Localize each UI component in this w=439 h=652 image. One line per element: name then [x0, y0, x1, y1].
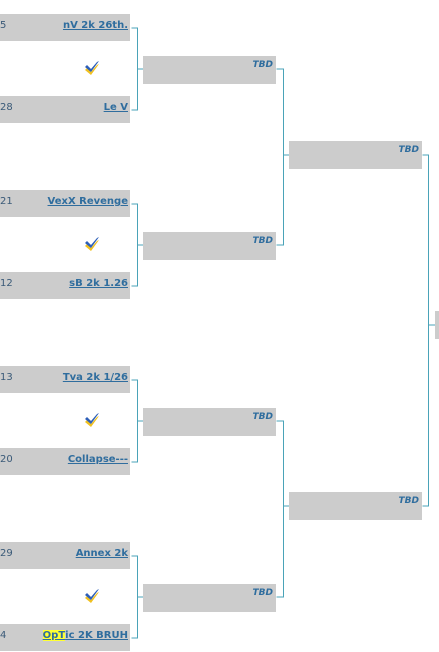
- r1-m4-bottom-slot: 4 OpTic 2K BRUH: [0, 624, 130, 651]
- tbd-label: TBD: [252, 60, 273, 70]
- team-link[interactable]: OpTic 2K BRUH: [42, 629, 128, 643]
- seed: 21: [0, 196, 13, 207]
- r3-slot-1: TBD: [289, 141, 422, 169]
- tbd-label: TBD: [252, 588, 273, 598]
- r1-m3-bottom-slot: 20 Collapse---: [0, 448, 130, 475]
- connector-lines: [131, 27, 435, 639]
- team-link[interactable]: nV 2k 26th.: [62, 20, 128, 31]
- team-link[interactable]: Le V: [103, 102, 128, 113]
- check-icon[interactable]: [84, 412, 100, 428]
- seed: 5: [0, 20, 7, 31]
- team-link[interactable]: sB 2k 1.26: [69, 278, 128, 289]
- r1-m2-bottom-slot: 12 sB 2k 1.26: [0, 272, 130, 299]
- check-icon[interactable]: [84, 236, 100, 252]
- r4-slot-1: [435, 311, 439, 339]
- search-highlight: OpT: [42, 630, 66, 641]
- check-icon[interactable]: [84, 60, 100, 76]
- tbd-label: TBD: [252, 412, 273, 422]
- seed: 28: [0, 102, 13, 113]
- team-name-rest: ic 2K BRUH: [65, 630, 128, 641]
- r2-slot-2: TBD: [143, 232, 276, 260]
- r1-m1-bottom-slot: 28 Le V: [0, 96, 130, 123]
- team-link[interactable]: Annex 2k: [75, 548, 128, 559]
- check-icon[interactable]: [84, 588, 100, 604]
- r1-m2-top-slot: 21 VexX Revenge: [0, 190, 130, 217]
- team-link[interactable]: VexX Revenge: [47, 196, 128, 207]
- seed: 20: [0, 454, 13, 465]
- team-link[interactable]: Collapse---: [67, 454, 128, 465]
- seed: 29: [0, 548, 13, 559]
- r2-slot-3: TBD: [143, 408, 276, 436]
- seed: 12: [0, 278, 13, 289]
- r3-slot-2: TBD: [289, 492, 422, 520]
- r1-m4-top-slot: 29 Annex 2k: [0, 542, 130, 569]
- r1-m1-top-slot: 5 nV 2k 26th.: [0, 14, 130, 41]
- r2-slot-1: TBD: [143, 56, 276, 84]
- tbd-label: TBD: [252, 236, 273, 246]
- r2-slot-4: TBD: [143, 584, 276, 612]
- team-link[interactable]: Tva 2k 1/26: [62, 372, 128, 383]
- seed: 13: [0, 372, 13, 383]
- r1-m3-top-slot: 13 Tva 2k 1/26: [0, 366, 130, 393]
- tbd-label: TBD: [398, 496, 419, 506]
- seed: 4: [0, 630, 7, 641]
- tbd-label: TBD: [398, 145, 419, 155]
